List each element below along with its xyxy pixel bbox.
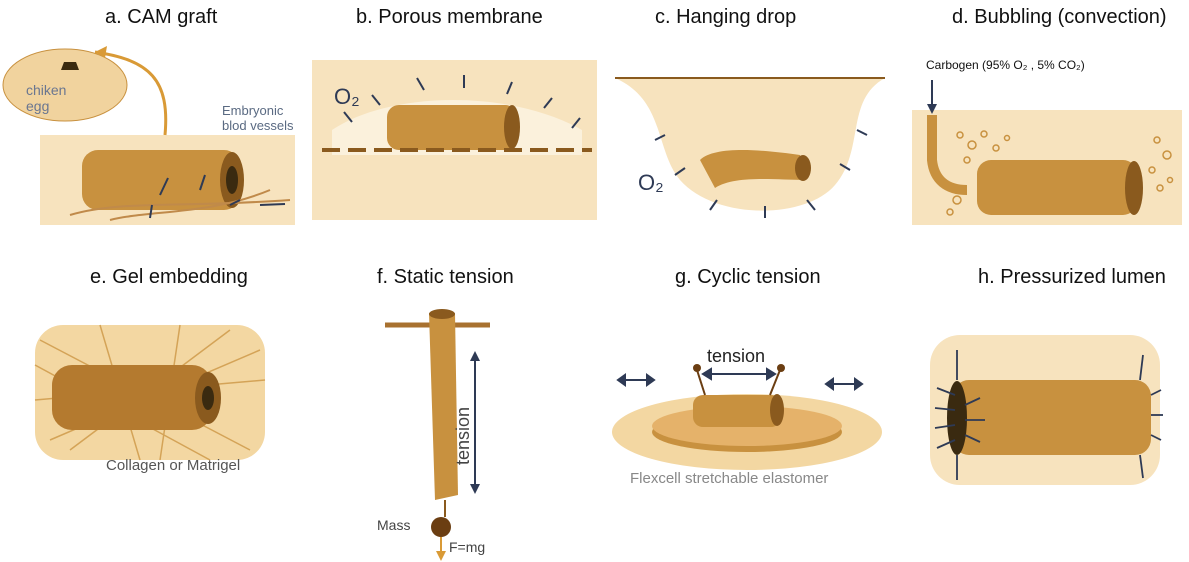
panel-g-illustration: tension Flexcell stretchable elastomer [605, 340, 890, 500]
force-label: F=mg [449, 539, 485, 555]
panel-g-title: g. Cyclic tension [675, 266, 821, 289]
panel-e-illustration: Collagen or Matrigel [30, 320, 270, 490]
panel-c-title: c. Hanging drop [655, 6, 796, 29]
cam-graft-illustration [0, 40, 300, 235]
porous-membrane-illustration [312, 40, 597, 230]
panel-h-title: h. Pressurized lumen [978, 266, 1166, 289]
cyclic-tension-label: tension [707, 346, 765, 367]
panel-a-title: a. CAM graft [105, 6, 217, 29]
static-tension-illustration [345, 295, 545, 562]
panel-e-title: e. Gel embedding [90, 266, 248, 289]
panel-h-illustration [925, 330, 1165, 490]
o2-label-c: O₂ [638, 170, 664, 196]
elastomer-label: Flexcell stretchable elastomer [630, 470, 828, 487]
egg-label: chiken egg [26, 82, 66, 114]
panel-f-illustration: tension Mass F=mg [345, 295, 545, 562]
carbogen-label: Carbogen (95% O₂ , 5% CO₂) [926, 58, 1085, 72]
static-tension-label: tension [453, 407, 474, 465]
hanging-drop-illustration [605, 40, 895, 235]
panel-d-illustration: Carbogen (95% O₂ , 5% CO₂) [912, 40, 1189, 235]
panel-d-title: d. Bubbling (convection) [952, 6, 1167, 29]
panel-b-title: b. Porous membrane [356, 6, 543, 29]
panel-c-illustration: O₂ [605, 40, 895, 235]
panel-a-illustration: chiken egg Embryonic blod vessels [0, 40, 300, 235]
vessels-label: Embryonic blod vessels [222, 103, 294, 133]
panel-b-illustration: O₂ [312, 40, 597, 230]
mass-label: Mass [377, 517, 410, 533]
o2-label-b: O₂ [334, 84, 360, 110]
panel-f-title: f. Static tension [377, 266, 514, 289]
pressurized-lumen-illustration [925, 330, 1165, 490]
gel-label: Collagen or Matrigel [106, 457, 240, 474]
